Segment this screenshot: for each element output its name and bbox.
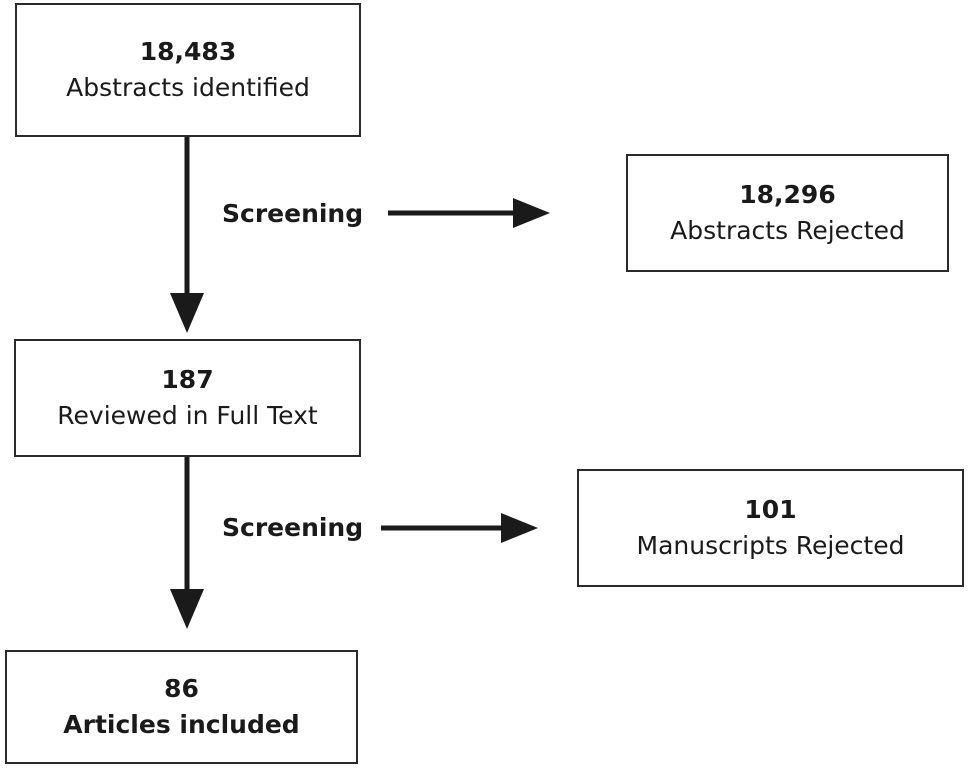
articles-included-box: 86 Articles included xyxy=(5,650,358,764)
screening-step-label: Screening xyxy=(222,199,364,228)
abstracts-rejected-count: 18,296 xyxy=(739,180,836,209)
full-text-review-label: Reviewed in Full Text xyxy=(57,401,318,430)
manuscripts-rejected-count: 101 xyxy=(744,495,797,524)
abstracts-identified-count: 18,483 xyxy=(139,37,237,66)
articles-included-count: 86 xyxy=(164,674,199,703)
manuscripts-rejected-box: 101 Manuscripts Rejected xyxy=(577,469,964,587)
manuscripts-rejected-label: Manuscripts Rejected xyxy=(636,531,905,560)
arrow-full-text-to-included xyxy=(170,457,204,629)
abstracts-identified-box: 18,483 Abstracts identified xyxy=(15,3,361,137)
articles-included-label: Articles included xyxy=(63,710,300,739)
screening-step-label: Screening xyxy=(222,513,364,542)
arrow-identified-to-full-text xyxy=(170,137,204,333)
full-text-review-box: 187 Reviewed in Full Text xyxy=(14,339,361,457)
abstracts-rejected-label: Abstracts Rejected xyxy=(670,216,905,245)
full-text-review-count: 187 xyxy=(161,365,214,394)
abstracts-identified-label: Abstracts identified xyxy=(66,73,310,102)
arrow-to-manuscripts-rejected xyxy=(381,513,538,543)
arrow-to-abstracts-rejected xyxy=(388,198,550,228)
abstracts-rejected-box: 18,296 Abstracts Rejected xyxy=(626,154,949,272)
